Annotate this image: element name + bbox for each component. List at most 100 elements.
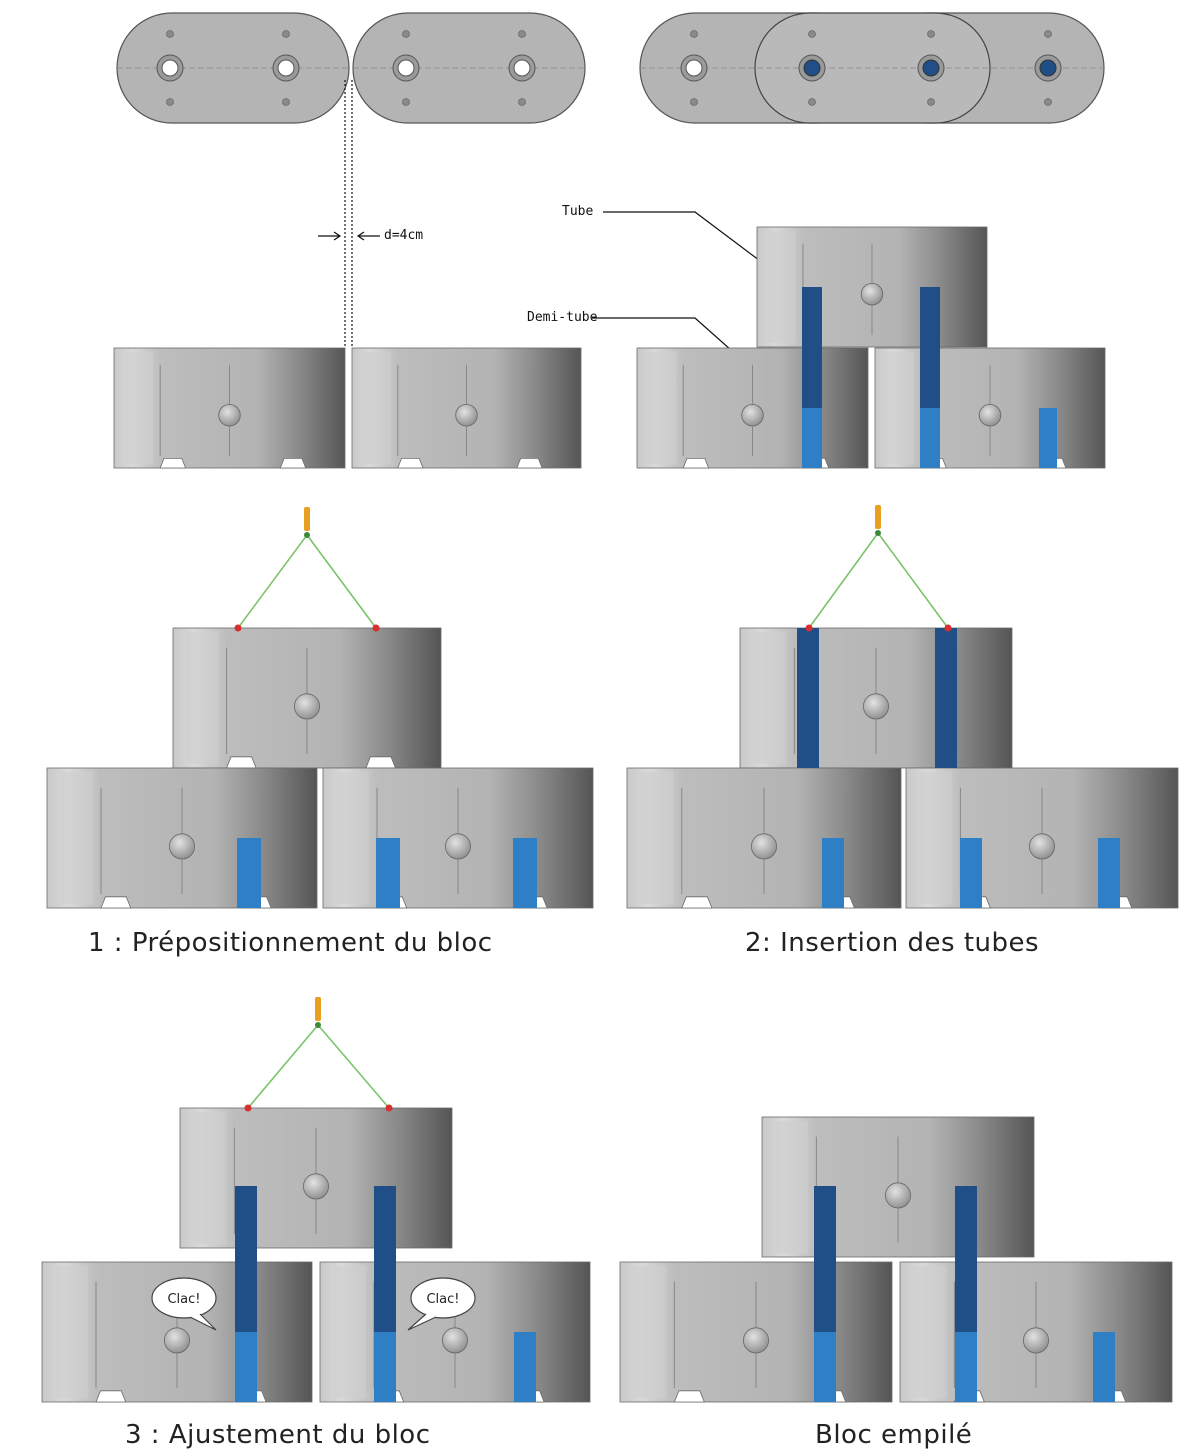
block-knob xyxy=(863,693,890,720)
tube-lower xyxy=(920,408,940,468)
tube xyxy=(920,287,940,468)
block-knob xyxy=(741,404,764,427)
anchor-point xyxy=(944,624,952,632)
block-knob xyxy=(885,1182,912,1209)
block-knob xyxy=(163,1327,190,1354)
caption-step4: Bloc empilé xyxy=(815,1420,973,1450)
half-tube xyxy=(1039,408,1057,468)
tube xyxy=(814,1186,836,1402)
anchor-point xyxy=(372,624,380,632)
block-knob xyxy=(978,404,1002,427)
lifting-sling xyxy=(244,997,393,1112)
tube xyxy=(374,1186,396,1402)
tube-upper xyxy=(814,1186,836,1332)
tube xyxy=(235,1186,257,1402)
top-view-overlapping xyxy=(639,12,1105,124)
block-knob xyxy=(168,833,195,860)
step3-top-block xyxy=(179,1107,453,1249)
block-notch xyxy=(95,1390,127,1403)
tube xyxy=(802,287,822,468)
tube xyxy=(376,838,400,908)
hook xyxy=(315,997,321,1021)
step4-block-right xyxy=(899,1261,1173,1403)
clac-text-right: Clac! xyxy=(426,1292,459,1307)
tube-lower xyxy=(955,1332,977,1402)
tube-label: Tube xyxy=(562,204,594,219)
tube xyxy=(955,1186,977,1402)
lift-layer xyxy=(234,505,952,1112)
step1-top-block xyxy=(172,627,442,769)
side-stack-top-block xyxy=(756,226,988,348)
step1-block-right xyxy=(322,767,594,909)
half-tube xyxy=(237,838,261,908)
tube xyxy=(797,628,819,768)
tube-lower xyxy=(235,1332,257,1402)
block-notch xyxy=(159,458,187,469)
step2-top-block xyxy=(739,627,1013,769)
tube-lower xyxy=(802,408,822,468)
anchor-point xyxy=(234,624,242,632)
demi-tube-label: Demi-tube xyxy=(527,310,598,325)
tube xyxy=(513,838,537,908)
block-notch xyxy=(397,458,424,469)
block-knob xyxy=(293,693,320,720)
hook xyxy=(875,505,881,529)
side-block-left xyxy=(113,347,346,469)
caption-step3: 3 : Ajustement du bloc xyxy=(125,1420,431,1450)
caption-step1: 1 : Prépositionnement du bloc xyxy=(88,928,493,958)
half-tube xyxy=(960,838,982,908)
hook xyxy=(304,507,310,531)
tube-upper xyxy=(920,287,940,408)
step2-block-left xyxy=(626,767,902,909)
tube xyxy=(514,1332,536,1402)
half-tube xyxy=(376,838,400,908)
tube xyxy=(1093,1332,1115,1402)
dimension-arrow-left xyxy=(318,231,342,241)
block-notch xyxy=(673,1390,705,1403)
clac-bubble-left: Clac! xyxy=(151,1277,217,1331)
block-notch xyxy=(681,896,713,909)
top-view-block-left xyxy=(116,12,350,124)
tube-lower xyxy=(814,1332,836,1402)
block-knob xyxy=(1023,1327,1050,1354)
side-stack-block-right xyxy=(874,347,1106,469)
half-tube xyxy=(822,838,844,908)
anchor-point xyxy=(385,1104,393,1112)
anchor-point xyxy=(805,624,813,632)
block-knob xyxy=(444,833,471,860)
tube-lower xyxy=(374,1332,396,1402)
tubes-layer xyxy=(235,287,1120,1402)
step1-block-left xyxy=(46,767,318,909)
anchor-point xyxy=(244,1104,252,1112)
block-notch xyxy=(279,458,307,469)
lifting-sling xyxy=(234,507,380,632)
tube-upper xyxy=(374,1186,396,1332)
step4-top-block xyxy=(761,1116,1035,1258)
block-notch xyxy=(516,458,543,469)
block-knob xyxy=(751,833,778,860)
tube-upper xyxy=(235,1186,257,1332)
block-notch xyxy=(100,896,132,909)
dimension-arrow-right xyxy=(356,231,380,241)
half-tube xyxy=(1098,838,1120,908)
block-knob xyxy=(441,1327,468,1354)
clac-text-left: Clac! xyxy=(167,1292,200,1307)
block-knob xyxy=(1029,833,1056,860)
top-view-block-right xyxy=(352,12,586,124)
top-view-separated xyxy=(116,12,586,348)
lifting-sling xyxy=(805,505,952,632)
block-knob xyxy=(302,1173,329,1200)
side-block-right xyxy=(351,347,582,469)
half-tube xyxy=(513,838,537,908)
block-knob xyxy=(860,283,884,306)
block-notch xyxy=(365,756,397,769)
block-knob xyxy=(743,1327,770,1354)
tube-upper xyxy=(955,1186,977,1332)
clac-bubble-right: Clac! xyxy=(407,1277,476,1331)
tube-upper xyxy=(802,287,822,408)
block-notch xyxy=(226,756,257,769)
half-tube xyxy=(514,1332,536,1402)
tube xyxy=(237,838,261,908)
block-notch xyxy=(682,458,710,469)
step4-block-left xyxy=(619,1261,893,1403)
